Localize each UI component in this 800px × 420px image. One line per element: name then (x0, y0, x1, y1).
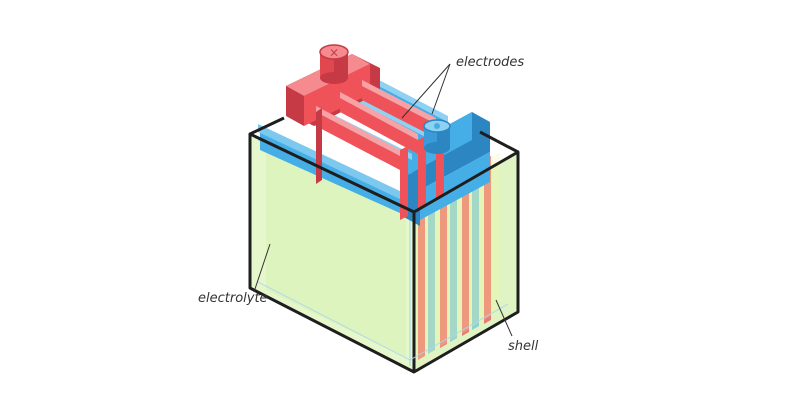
plate-red-1 (418, 192, 425, 360)
red-prong-1 (316, 112, 400, 170)
label-shell-group: shell (495, 299, 539, 354)
electrodes-leader-1 (401, 63, 451, 119)
red-prong-2 (340, 98, 418, 154)
plate-red-3 (462, 168, 469, 336)
positive-terminal: × (319, 44, 349, 84)
plate-red-4 (484, 156, 491, 324)
label-electrolyte-group: electrolyte (198, 243, 271, 306)
plate-red-2 (440, 180, 447, 348)
red-prong-3 (362, 86, 436, 138)
shell-leader (495, 299, 513, 337)
plate-blue-3 (472, 162, 479, 330)
label-electrodes-group: electrodes (401, 55, 524, 119)
electrolyte-fill (266, 150, 406, 358)
shell-outline (248, 116, 520, 374)
label-electrolyte: electrolyte (198, 291, 268, 306)
plate-blue-2 (450, 174, 457, 342)
negative-terminal (423, 119, 451, 154)
label-shell: shell (508, 339, 539, 354)
electrolyte-leader (253, 243, 271, 293)
label-electrodes: electrodes (456, 55, 524, 70)
plate-blue-1 (428, 186, 435, 354)
positive-terminal-symbol: × (329, 46, 339, 60)
electrodes-leader-2 (431, 63, 451, 115)
positive-electrode-assembly (286, 54, 444, 220)
